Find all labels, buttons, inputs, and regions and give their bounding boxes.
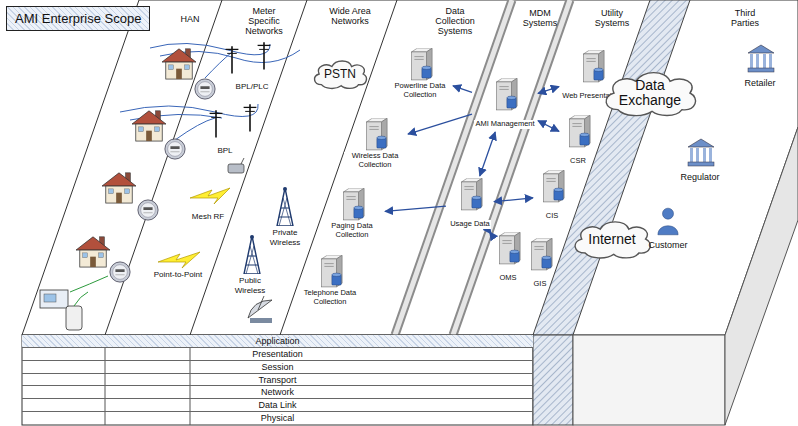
server-shape [544, 170, 565, 202]
connector-arrow [490, 232, 491, 234]
node-label: Usage Data [449, 220, 491, 229]
server-node: CIS [535, 170, 569, 222]
column-heading: HAN [170, 14, 210, 24]
server-icon [526, 238, 554, 272]
node-label: PSTN [318, 68, 362, 81]
column-heading: Utility Systems [589, 8, 635, 28]
server-icon [491, 78, 519, 112]
connector-arrow [453, 86, 472, 93]
connector-arrow [538, 87, 559, 94]
layer-name: Data Link [258, 400, 296, 410]
node-label: AMI Management [474, 120, 535, 129]
server-node: AMI Management [474, 78, 536, 130]
server-icon [564, 115, 592, 149]
osi-layer-band: Data Link [22, 399, 533, 412]
link-label: BPL [210, 146, 240, 156]
party-label: Retailer [735, 78, 785, 88]
link-label: Point-to-Point [146, 270, 210, 280]
server-shape [532, 238, 553, 270]
column-heading: Meter Specific Networks [236, 6, 292, 36]
node-label: CIS [545, 212, 560, 221]
osi-layer-band: Network [22, 386, 533, 399]
connector-arrow [494, 198, 533, 202]
layer-name: Presentation [252, 349, 303, 359]
node-label: Data Exchange [600, 78, 700, 107]
network-cloud: Internet [570, 218, 654, 260]
server-node: CSR [561, 115, 595, 167]
server-icon [494, 232, 522, 266]
server-node: Usage Data [448, 178, 492, 230]
server-shape [462, 178, 483, 210]
column-heading: Third Parties [721, 8, 769, 28]
node-label: AMI Enterprise Scope [15, 11, 141, 26]
server-node: Wireless Data Collection [344, 118, 406, 171]
node-label: CSR [569, 157, 587, 166]
link-label: Mesh RF [186, 212, 230, 222]
server-icon [456, 178, 484, 212]
server-icon [361, 118, 389, 152]
server-shape [584, 50, 605, 82]
node-label: Wireless Data Collection [344, 152, 406, 169]
server-shape [412, 48, 433, 80]
server-shape [500, 232, 521, 264]
server-shape [497, 78, 518, 110]
cloud-shape [575, 222, 650, 258]
network-cloud: PSTN [311, 58, 369, 90]
layer-name: Transport [258, 375, 296, 385]
node-label: Powerline Data Collection [389, 82, 451, 99]
node-label: OMS [498, 274, 517, 283]
column-heading: Data Collection Systems [427, 6, 483, 36]
party-label: Customer [640, 240, 696, 250]
server-shape [367, 118, 388, 150]
layer-name: Physical [261, 413, 295, 423]
osi-layer-band: Application [22, 335, 533, 348]
server-shape [322, 255, 343, 287]
cloud-shape [315, 61, 367, 89]
node-label: Paging Data Collection [321, 222, 383, 239]
layer-name: Application [255, 336, 299, 346]
party-label: Regulator [672, 172, 728, 182]
connector-arrow [480, 132, 495, 176]
network-cloud: Data Exchange [600, 68, 700, 118]
title-box: AMI Enterprise Scope [6, 6, 150, 31]
link-label: Public Wireless [227, 276, 273, 296]
server-shape [570, 115, 591, 147]
server-icon [538, 170, 566, 204]
server-icon [316, 255, 344, 289]
connector-arrow [538, 121, 559, 132]
server-node: Powerline Data Collection [389, 48, 451, 101]
column-heading: Wide Area Networks [324, 6, 376, 26]
link-label: BPL/PLC [229, 82, 275, 92]
osi-layer-band: Transport [22, 374, 533, 387]
server-node: OMS [493, 232, 523, 284]
server-node: Telephone Data Collection [300, 255, 360, 308]
server-node: GIS [525, 238, 555, 290]
node-label: GIS [533, 280, 548, 289]
layer-name: Session [261, 362, 293, 372]
node-label: Telephone Data Collection [300, 289, 360, 306]
layer-name: Network [261, 387, 294, 397]
server-shape [344, 188, 365, 220]
node-label: Internet [582, 232, 641, 247]
osi-layer-band: Presentation [22, 348, 533, 361]
connector-arrow [385, 206, 446, 211]
connector-arrow [408, 114, 472, 134]
server-node: Paging Data Collection [321, 188, 383, 241]
link-label: Private Wireless [262, 228, 308, 248]
server-icon [578, 50, 606, 84]
column-heading: MDM Systems [518, 8, 562, 28]
osi-layer-band: Physical [22, 412, 533, 425]
server-icon [406, 48, 434, 82]
server-icon [338, 188, 366, 222]
osi-layer-band: Session [22, 361, 533, 374]
